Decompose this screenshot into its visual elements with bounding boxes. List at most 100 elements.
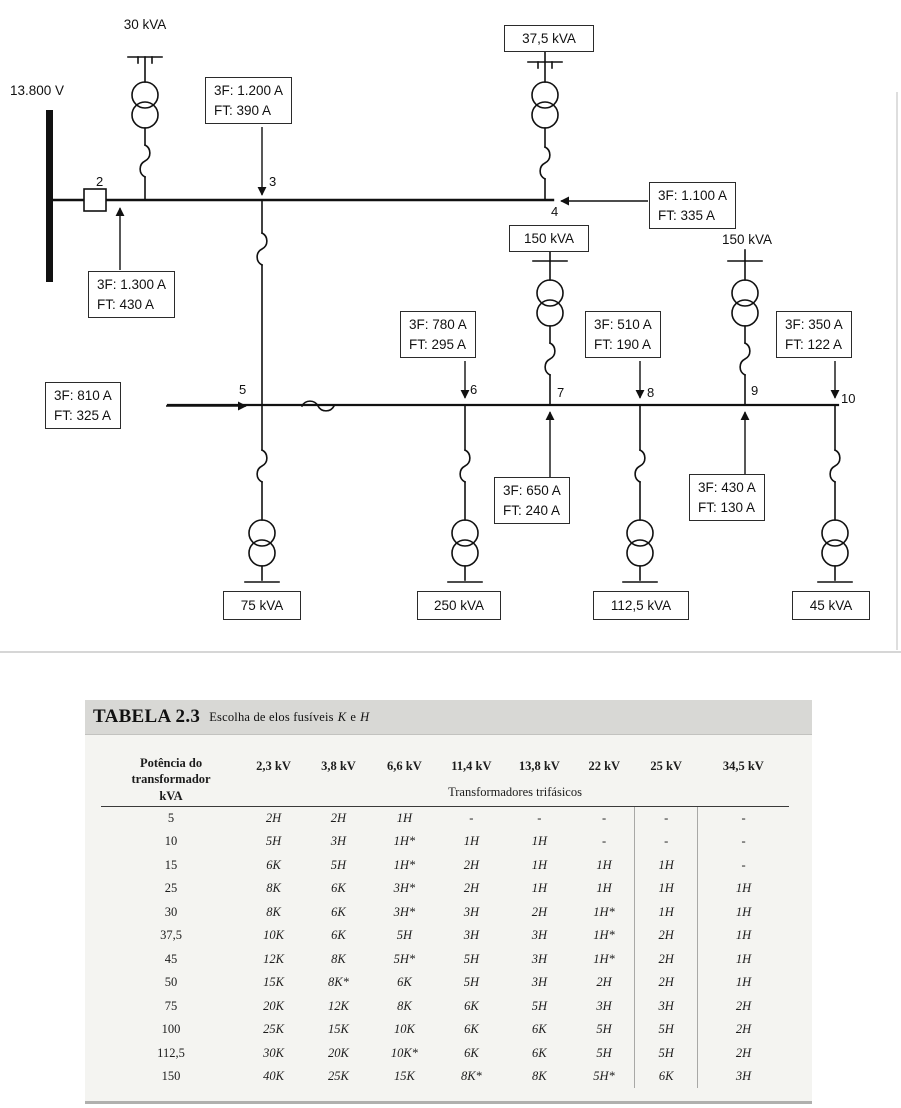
fuse-link-value: 3H* [393, 881, 416, 895]
fuse-link-value: 1H [596, 857, 612, 872]
fuse-link-value: 6K [397, 975, 412, 989]
fuse-link-value: 6K [464, 998, 479, 1013]
fuse-link-value: - [697, 806, 789, 830]
fuse-symbol [139, 143, 151, 179]
fuse-link-value: 8K* [460, 1069, 482, 1083]
current-box-350a: 3F: 350 A FT: 122 A [776, 311, 852, 359]
fuse-link-value: 6K [634, 1064, 698, 1089]
kva-value: 112,5 [157, 1045, 185, 1060]
fuse-link-value: 1H* [393, 834, 416, 848]
fuse-link-value: 2H [463, 881, 479, 895]
fuse-link-value: 20K [263, 998, 284, 1013]
fuse-link-value: 3H [634, 994, 698, 1018]
fuse-link-value: 1H [697, 900, 789, 924]
node-label-5: 5 [239, 382, 247, 397]
transformer-label-112kva: 112,5 kVA [593, 591, 689, 620]
transformer-label-150kva-a: 150 kVA [509, 225, 589, 252]
fuse-symbol [544, 341, 556, 377]
fuse-link-value: 8K [266, 881, 281, 895]
fuse-link-value: 6K [331, 881, 346, 895]
transformer-label-37kva: 37,5 kVA [504, 25, 594, 52]
current-box-1200a: 3F: 1.200 A FT: 390 A [205, 77, 293, 125]
fuse-symbol [459, 448, 471, 484]
annotation-arrows [115, 127, 840, 477]
node-label-4: 4 [551, 204, 559, 219]
fuse-link-value: 25K [328, 1069, 349, 1083]
fuse-selection-table: Potência do transformador kVA 2,3 kV 3,8… [101, 749, 789, 1089]
current-box-780a: 3F: 780 A FT: 295 A [400, 311, 476, 359]
current-box-1100a: 3F: 1.100 A FT: 335 A [649, 182, 737, 230]
transformer-label-45kva: 45 kVA [792, 591, 870, 620]
fuse-link-value: 3H [596, 998, 612, 1013]
kva-column-header: Potência do transformador kVA [101, 749, 242, 807]
transformer-symbol [248, 519, 276, 547]
current-box-650a: 3F: 650 A FT: 240 A [494, 477, 570, 525]
fuse-link-value: 5H [531, 998, 547, 1013]
fuse-link-value: 20K [328, 1045, 349, 1060]
fuse-link-value: 5H [634, 1017, 698, 1042]
fuse-link-value: - [634, 829, 698, 854]
kva-value: 25 [164, 881, 178, 895]
fuse-link-value: 3H [463, 904, 479, 919]
fuse-link-value: - [601, 810, 607, 825]
current-box-510a: 3F: 510 A FT: 190 A [585, 311, 661, 359]
fuse-link-value: 6K [266, 857, 281, 872]
transformer-symbol [131, 81, 159, 109]
fuse-link-value: 3H [531, 951, 547, 966]
node-label-8: 8 [647, 385, 655, 400]
fuse-link-value: 15K [263, 975, 284, 989]
fuse-link-value: 1H [697, 923, 789, 948]
fuse-symbol [256, 448, 268, 484]
fuse-link-value: 2H [634, 947, 698, 971]
single-line-diagram: 13.800 V 30 kVA 37,5 kVA 150 kVA 150 kVA… [0, 17, 901, 653]
fuse-link-value: 1H [596, 881, 612, 895]
fuse-link-value: 2H [634, 970, 698, 995]
fuse-link-value: 1H [531, 834, 547, 848]
fuse-link-value: 30K [263, 1045, 284, 1060]
voltage-header: 34,5 kV [722, 758, 764, 773]
fuse-link-value: 5H [265, 834, 282, 848]
kva-value: 10 [164, 834, 178, 848]
fuse-link-value: 5H [596, 1022, 612, 1036]
fuse-link-value: 3H [697, 1064, 789, 1089]
source-voltage-label: 13.800 V [10, 83, 65, 98]
fuse-link-value: 6K [331, 904, 346, 919]
fuse-link-value: 1H* [593, 928, 615, 942]
node-label-2: 2 [96, 174, 104, 189]
fuse-link-value: 2H [330, 810, 347, 825]
transformer-label-250kva: 250 kVA [417, 591, 501, 620]
fuse-link-value: 8K [397, 998, 412, 1013]
voltage-header-row: Potência do transformador kVA 2,3 kV 3,8… [101, 749, 789, 807]
node-label-9: 9 [751, 383, 759, 398]
fuse-link-value: 3H [531, 975, 547, 989]
kva-value: 150 [161, 1069, 181, 1083]
transformer-symbol [821, 519, 849, 547]
kva-value: 5 [167, 810, 175, 825]
fuse-link-value: 15K [393, 1069, 415, 1083]
current-box-1300a: 3F: 1.300 A FT: 430 A [88, 271, 176, 319]
fuse-link-value: 2H [596, 975, 612, 989]
fuse-link-value: - [537, 810, 542, 825]
fuse-link-value: 1H [634, 876, 698, 901]
fuse-link-value: 1H [463, 834, 479, 848]
fuse-link-value: 5H* [593, 1069, 615, 1083]
voltage-header: 13,8 kV [518, 758, 560, 773]
transformer-label-150kva-b: 150 kVA [721, 232, 773, 247]
fuse-link-value: - [469, 810, 474, 825]
kva-value: 100 [161, 1022, 181, 1036]
fuse-symbol [256, 231, 268, 267]
voltage-header: 11,4 kV [451, 758, 492, 773]
fuse-link-value: 3H [531, 928, 547, 942]
fuse-link-value: 2H [697, 994, 789, 1018]
current-box-430a: 3F: 430 A FT: 130 A [689, 474, 765, 522]
fuse-link-value: 5H [463, 951, 479, 966]
fuse-link-value: 10K* [390, 1045, 418, 1060]
